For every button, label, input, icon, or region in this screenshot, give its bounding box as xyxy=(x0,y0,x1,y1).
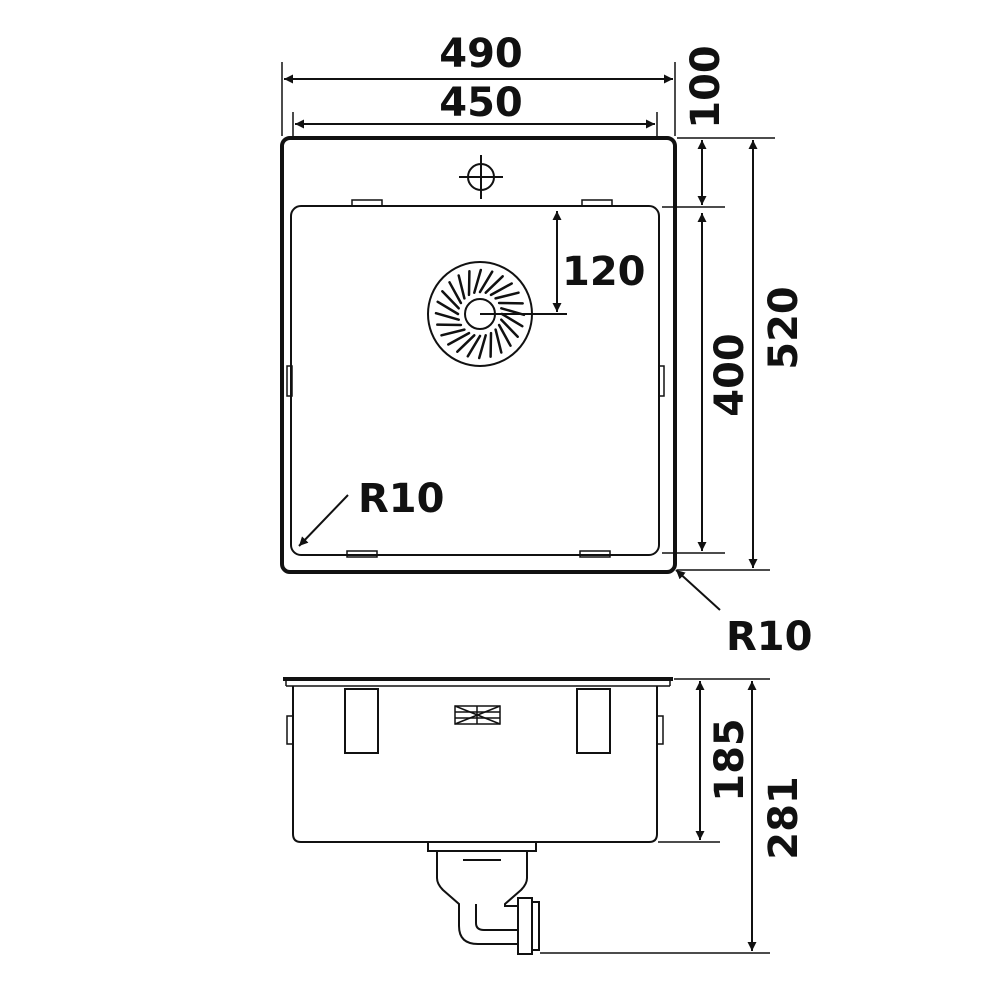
strainer-slot xyxy=(434,311,460,321)
side-fixing-lugs xyxy=(286,715,664,745)
strainer-slot xyxy=(440,328,466,337)
strainer-slot xyxy=(447,331,471,346)
strainer-slot xyxy=(456,334,476,353)
top-view: R10 R10 490 450 100 xyxy=(280,31,812,660)
side-view: 185 281 xyxy=(283,677,807,955)
strainer-slot xyxy=(448,281,463,305)
rear-ledge-label: 100 xyxy=(683,45,729,129)
strainer-slot xyxy=(489,282,513,297)
strainer-slot xyxy=(466,334,482,358)
strainer-slot xyxy=(436,300,460,316)
dimension-bowl-height: 185 xyxy=(658,678,753,843)
side-mounting-brackets xyxy=(344,688,611,754)
dimension-overall-depth: 520 xyxy=(677,140,807,571)
strainer-slot xyxy=(478,270,494,294)
drain-offset-label: 120 xyxy=(562,249,646,295)
bowl-depth-label: 400 xyxy=(707,333,753,417)
overflow-plate-icon xyxy=(454,705,501,725)
strainer-slot xyxy=(441,290,460,310)
dimension-bowl-depth: 400 xyxy=(662,213,753,554)
outer-radius-label: R10 xyxy=(726,614,812,660)
drain-strainer-icon xyxy=(427,261,567,367)
strainer-slot xyxy=(484,275,504,294)
strainer-slot xyxy=(494,291,520,300)
inner-radius-leader: R10 xyxy=(298,476,444,547)
waste-trap xyxy=(427,841,540,955)
strainer-slot xyxy=(494,328,503,354)
dimension-drain-offset: 120 xyxy=(552,211,646,312)
tap-hole-icon xyxy=(459,155,503,199)
inner-radius-label: R10 xyxy=(358,476,444,522)
dimension-rear-ledge: 100 xyxy=(662,45,775,208)
strainer-slot xyxy=(500,318,519,338)
strainer-slot xyxy=(473,268,483,294)
total-height-label: 281 xyxy=(761,776,807,860)
strainer-slot xyxy=(457,274,466,300)
bowl-width-label: 450 xyxy=(439,80,523,126)
bowl-height-label: 185 xyxy=(707,718,753,802)
dimension-bowl-width: 450 xyxy=(292,80,658,136)
outer-radius-leader: R10 xyxy=(675,569,812,660)
sink-outer-rim xyxy=(280,136,677,574)
overall-width-label: 490 xyxy=(439,31,523,77)
strainer-slot xyxy=(477,334,487,360)
dimension-total-height: 281 xyxy=(540,678,807,954)
strainer-slot xyxy=(500,312,524,328)
mounting-clips xyxy=(286,199,665,558)
side-view-bowl xyxy=(292,686,658,843)
strainer-slot xyxy=(497,323,512,347)
overall-depth-label: 520 xyxy=(761,286,807,370)
dimension-overall-width: 490 xyxy=(281,31,676,136)
